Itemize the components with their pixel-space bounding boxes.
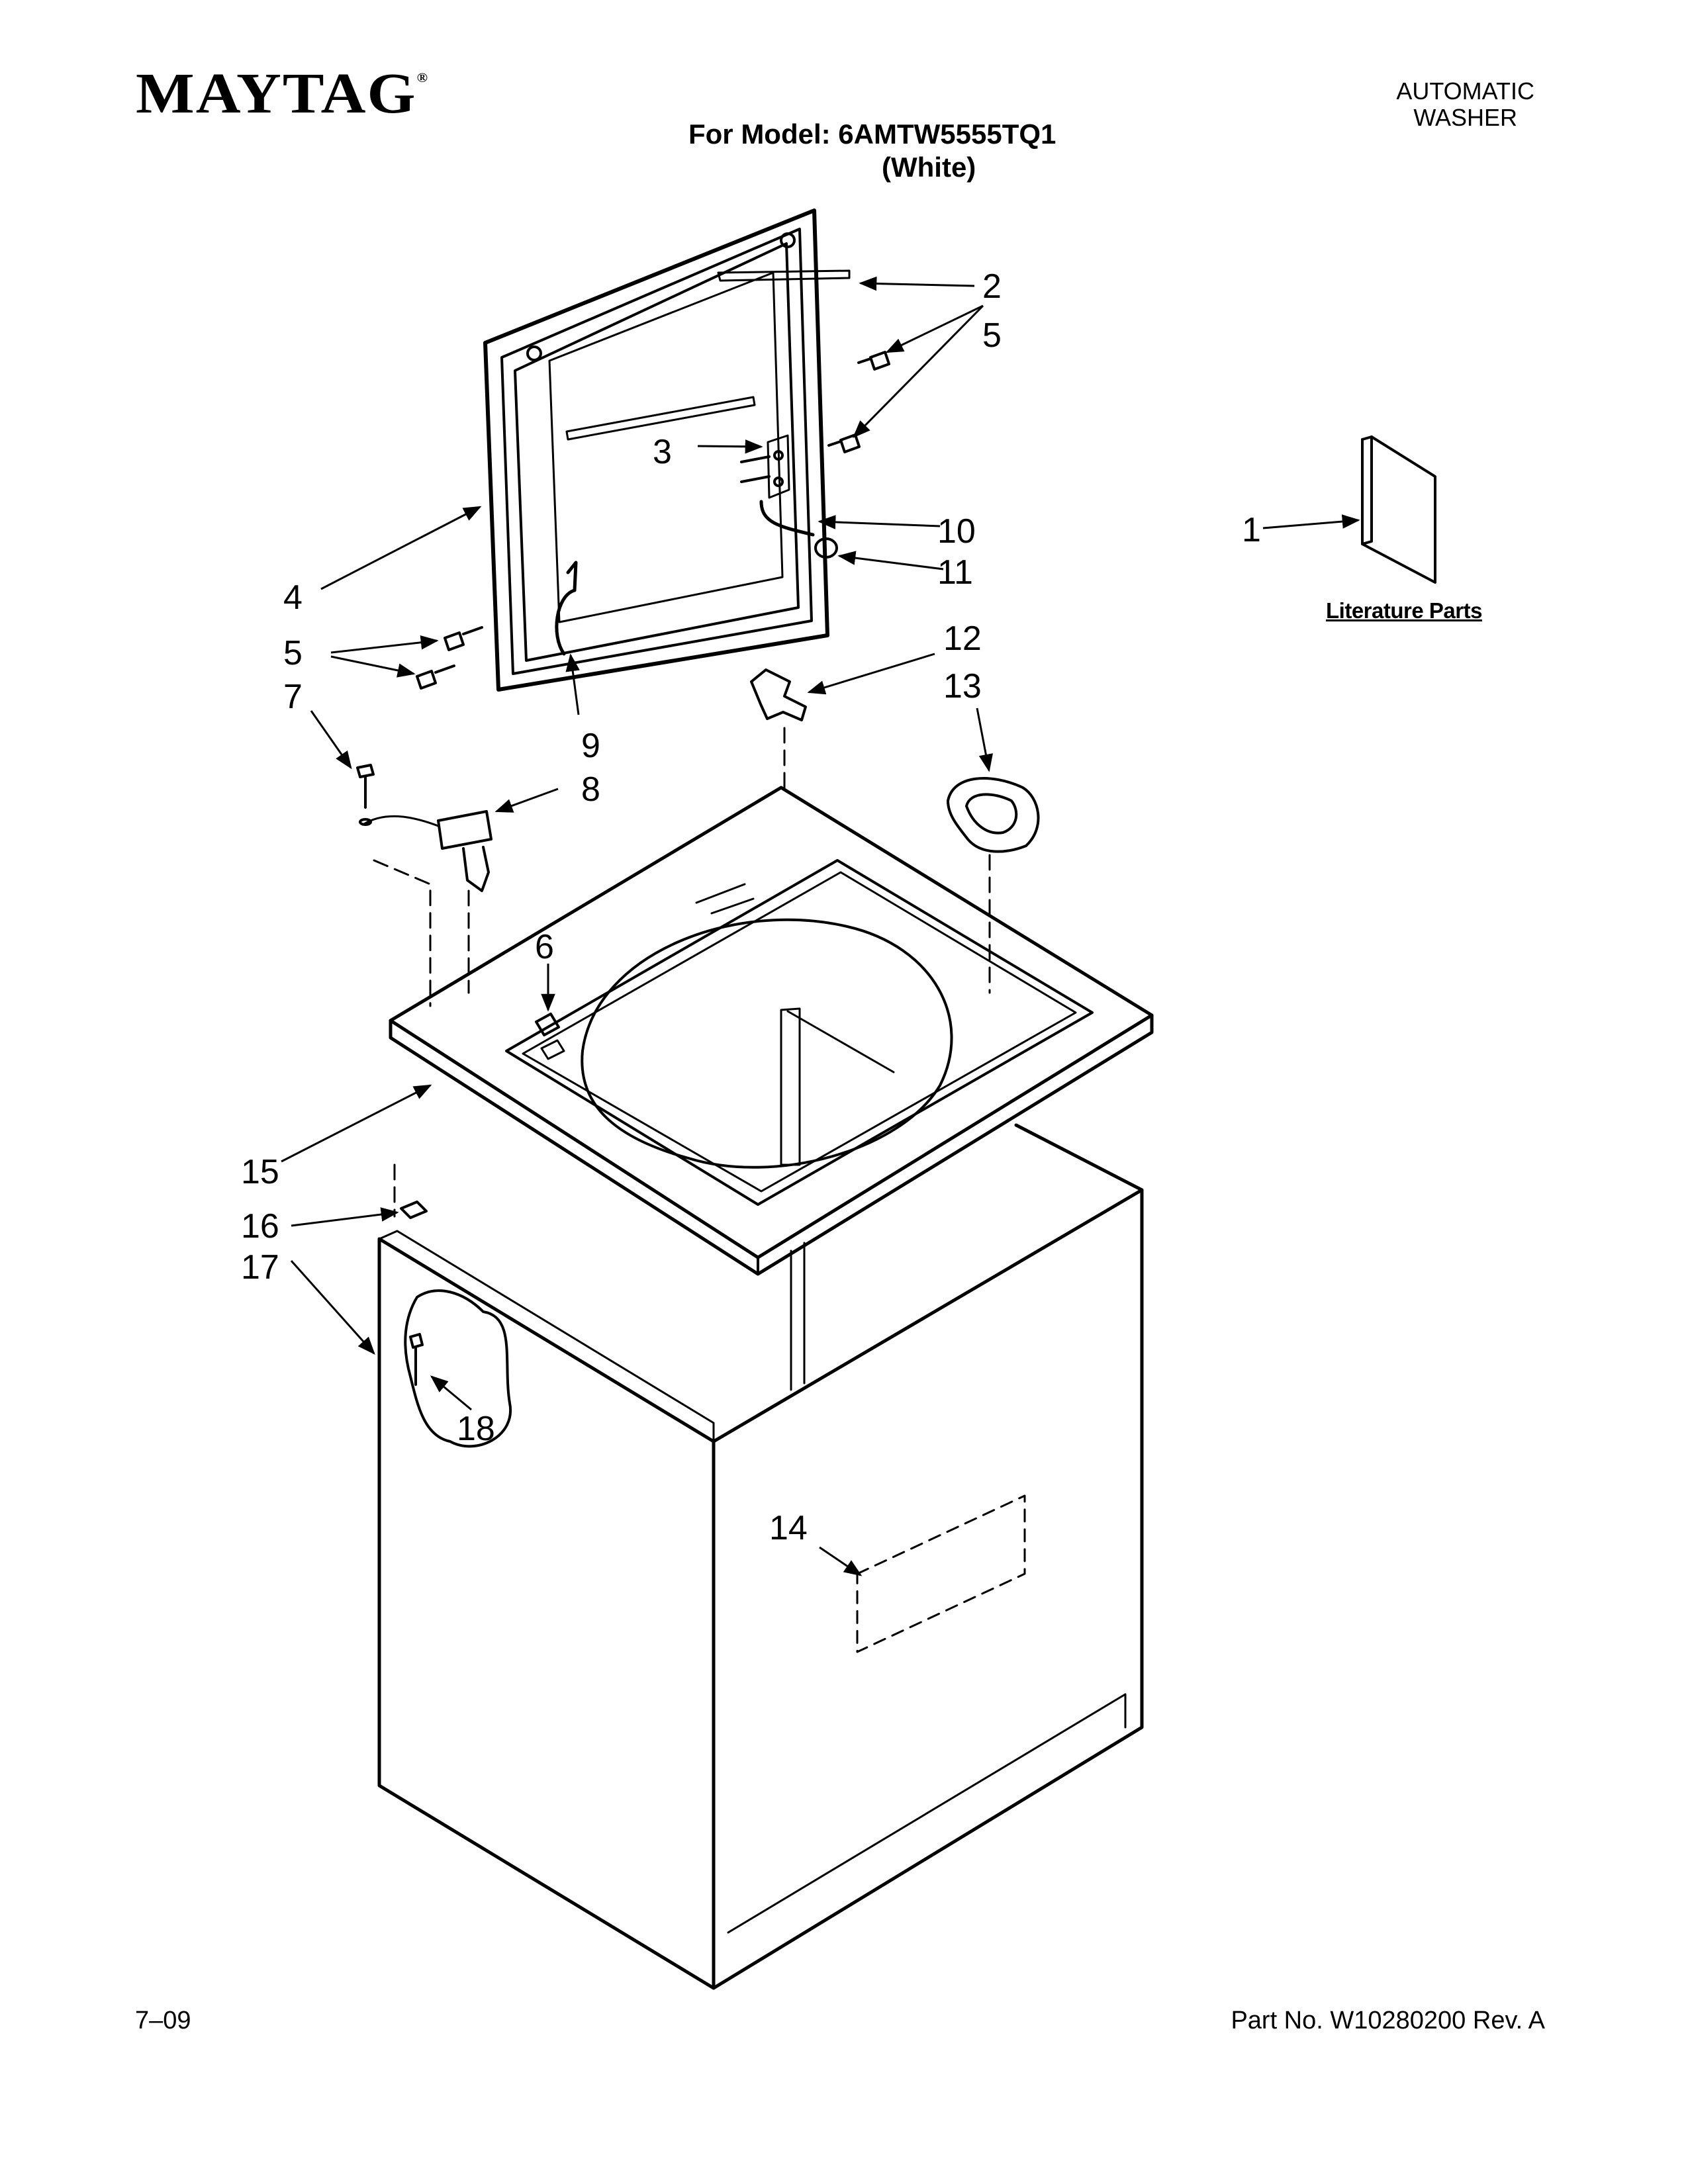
callout-16: 16 xyxy=(241,1207,279,1246)
product-type-line1: AUTOMATIC xyxy=(1396,77,1534,105)
callout-5-left: 5 xyxy=(283,634,303,672)
callout-9: 9 xyxy=(581,727,600,765)
hose-clip xyxy=(750,668,807,721)
lid-assembly xyxy=(483,208,829,692)
callout-10: 10 xyxy=(937,512,976,551)
revision-date: 7–09 xyxy=(135,2007,191,2034)
assembly-guides xyxy=(373,727,991,1218)
lid-switch xyxy=(356,764,492,892)
callout-11: 11 xyxy=(937,553,973,592)
callout-8: 8 xyxy=(581,770,600,809)
callout-arrows xyxy=(281,276,1360,1576)
callout-15: 15 xyxy=(241,1153,279,1191)
callout-12: 12 xyxy=(943,619,982,658)
literature-parts-label: Literature Parts xyxy=(1326,598,1482,623)
callout-6: 6 xyxy=(535,928,554,966)
literature-parts-box xyxy=(1361,435,1436,584)
label-area xyxy=(856,1494,1026,1653)
model-number: For Model: 6AMTW5555TQ1 xyxy=(688,118,1056,150)
hinge-rod-9 xyxy=(555,561,578,656)
callout-13: 13 xyxy=(943,667,982,705)
cabinet-cutaway xyxy=(404,1289,512,1448)
pad xyxy=(400,1201,428,1219)
callout-7: 7 xyxy=(283,678,303,716)
callout-14: 14 xyxy=(769,1509,808,1547)
callout-17: 17 xyxy=(241,1248,279,1287)
top-panel xyxy=(389,786,1154,1276)
hinge-rod-10 xyxy=(759,500,815,537)
screws-5 xyxy=(416,351,890,690)
callout-2: 2 xyxy=(982,267,1002,306)
lid-bumper xyxy=(814,537,838,559)
bleach-dispenser xyxy=(947,777,1040,853)
hinge-pin xyxy=(535,1013,560,1036)
lid-rod xyxy=(565,269,851,441)
model-color: (White) xyxy=(882,152,976,183)
cabinet xyxy=(377,1123,1144,1990)
product-type-line2: WASHER xyxy=(1413,104,1517,131)
part-number: Part No. W10280200 Rev. A xyxy=(1231,2007,1545,2034)
hinge-bracket xyxy=(740,434,790,499)
callout-4: 4 xyxy=(283,578,303,617)
callout-3: 3 xyxy=(653,433,672,471)
product-type: AUTOMATIC WASHER xyxy=(1396,78,1534,131)
brand-logo: MAYTAG® xyxy=(136,62,430,126)
callout-5-top: 5 xyxy=(982,316,1002,355)
callout-18: 18 xyxy=(457,1410,495,1448)
callout-1: 1 xyxy=(1242,511,1261,549)
